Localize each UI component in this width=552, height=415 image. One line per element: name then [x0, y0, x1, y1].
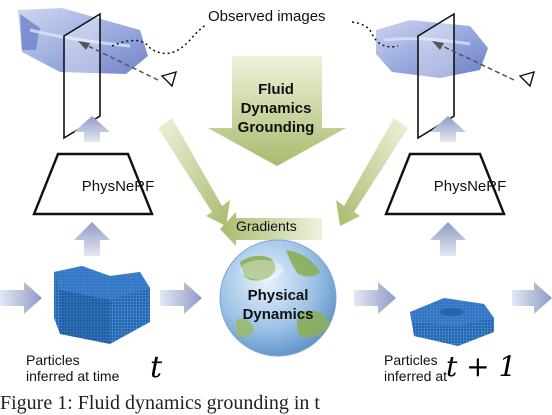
eye-icon	[518, 70, 536, 88]
globe-icon	[219, 239, 337, 357]
view-ray-left	[78, 41, 159, 81]
physnerf-block-left	[32, 152, 154, 216]
physnerf-label-left: PhysNeRF	[81, 178, 155, 195]
grounding-line-2: Dynamics	[240, 100, 312, 117]
up-arrow	[74, 116, 110, 142]
time-variable-left: t	[150, 350, 163, 385]
image-plane-left	[63, 12, 101, 140]
particles-right-line-1: Particles	[384, 352, 438, 368]
fluid-dynamics-grounding-label: Fluid Dynamics Grounding	[226, 80, 326, 137]
fluid-particles	[410, 298, 494, 346]
up-arrow	[430, 222, 466, 256]
right-arrow	[160, 282, 202, 314]
gradients-arrow	[220, 212, 322, 246]
dotted-leader-left	[111, 21, 211, 55]
observed-image-right	[376, 20, 488, 78]
fluid-particles	[54, 266, 150, 344]
particles-right-line-2: inferred at	[384, 368, 448, 384]
time-variable-right: t + 1	[446, 350, 517, 383]
physical-line-1: Physical	[247, 287, 309, 304]
figure-caption: Figure 1: Fluid dynamics grounding in t	[0, 392, 320, 414]
observed-images-label: Observed images	[204, 8, 330, 25]
image-plane-right	[417, 12, 455, 140]
grounding-line-3: Grounding	[237, 119, 315, 136]
particles-label-left: Particles inferred at time	[26, 352, 119, 384]
particles-left-line-2: inferred at time	[26, 368, 120, 384]
grounding-line-1: Fluid	[258, 81, 294, 98]
right-arrow	[0, 282, 42, 314]
diagonal-arrow-left	[158, 118, 230, 226]
right-arrow	[354, 282, 396, 314]
up-arrow	[74, 222, 110, 256]
view-ray-right	[432, 41, 515, 81]
gradients-label: Gradients	[236, 218, 297, 234]
physical-dynamics-label: Physical Dynamics	[218, 286, 338, 324]
diagonal-arrow-right	[336, 118, 408, 226]
up-arrow	[430, 116, 466, 142]
physical-line-2: Dynamics	[242, 306, 314, 323]
eye-icon	[160, 70, 178, 88]
grounding-arrow	[208, 56, 346, 166]
physnerf-label-right: PhysNeRF	[433, 178, 507, 195]
particles-left-line-1: Particles	[26, 352, 80, 368]
particles-label-right: Particles inferred at	[384, 352, 447, 384]
dotted-leader-right	[351, 21, 399, 48]
physnerf-block-right	[384, 152, 506, 216]
right-arrow	[512, 282, 552, 314]
observed-image-left	[18, 8, 148, 74]
